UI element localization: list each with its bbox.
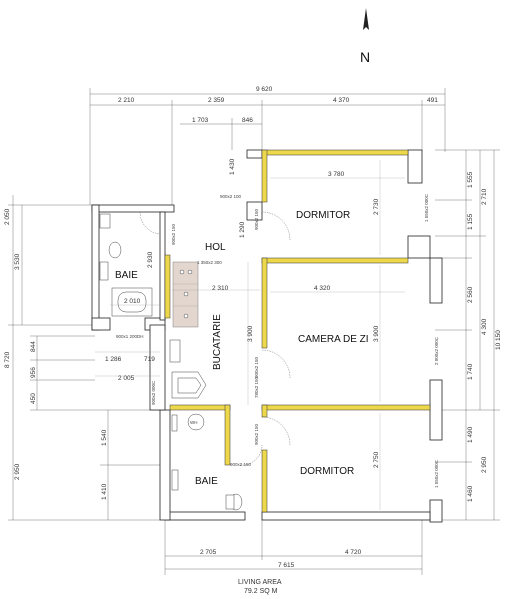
dim-2710: 2 710 bbox=[481, 188, 488, 205]
dim-844: 844 bbox=[30, 341, 37, 352]
dimension-lines-top bbox=[89, 88, 446, 205]
walls bbox=[91, 149, 443, 523]
kitchen-counters bbox=[169, 261, 207, 399]
dim-1555: 1 555 bbox=[467, 171, 474, 188]
dim-10150: 10 150 bbox=[495, 330, 502, 350]
dim-719: 719 bbox=[144, 356, 155, 363]
wh-label: WH bbox=[190, 420, 198, 425]
dim-2050: 2 050 bbox=[4, 208, 11, 225]
dim-846: 846 bbox=[242, 117, 253, 124]
room-dormitor-top: DORMITOR bbox=[296, 210, 350, 221]
dim-450: 450 bbox=[30, 393, 37, 404]
dim-3780: 3 780 bbox=[328, 171, 345, 178]
dim-2310: 2 310 bbox=[212, 285, 229, 292]
opening-900x2150-d: 900x2 150 bbox=[254, 423, 259, 445]
dim-total-top: 9 620 bbox=[256, 86, 273, 93]
dim-1703: 1 703 bbox=[192, 117, 209, 124]
dim-956: 956 bbox=[30, 367, 37, 378]
dim-1290: 1 290 bbox=[239, 221, 246, 238]
opening-2000x2000c: 2 000x2 000C bbox=[434, 336, 439, 365]
dim-8720: 8 720 bbox=[4, 351, 11, 368]
dim-4300: 4 300 bbox=[481, 318, 488, 335]
dim-7615: 7 615 bbox=[278, 562, 295, 569]
dim-2005: 2 005 bbox=[118, 375, 135, 382]
dim-2930: 2 930 bbox=[147, 251, 154, 268]
dim-2010: 2 010 bbox=[124, 298, 141, 305]
dimension-lines-bottom bbox=[164, 520, 423, 575]
bathroom-fixtures-bottom bbox=[171, 413, 243, 511]
dimension-lines-right bbox=[435, 149, 500, 521]
room-camera-de-zi: CAMERA DE ZI bbox=[298, 334, 369, 345]
opening-900x2000c: 900x2 000C bbox=[151, 380, 156, 405]
doors bbox=[139, 211, 291, 466]
opening-900x2150-c: 900x2 150 bbox=[254, 356, 259, 378]
dim-1430: 1 430 bbox=[229, 158, 236, 175]
room-baie-bottom: BAIE bbox=[195, 476, 218, 487]
dim-1490: 1 490 bbox=[467, 426, 474, 443]
dim-2950-right: 2 950 bbox=[481, 456, 488, 473]
dim-1155: 1 155 bbox=[467, 213, 474, 230]
opening-900x1200dh: 900x1 200DH bbox=[116, 334, 144, 339]
opening-900x2150-b: 900x2 150 bbox=[171, 223, 176, 245]
north-arrow-icon bbox=[363, 8, 369, 30]
bathroom-fixtures-top bbox=[99, 213, 153, 317]
dim-3530: 3 530 bbox=[14, 253, 21, 270]
dim-1740: 1 740 bbox=[467, 363, 474, 380]
dim-2210: 2 210 bbox=[118, 97, 135, 104]
opening-900x2100: 900x2 100 bbox=[220, 194, 242, 199]
living-area-value: 79.2 SQ M bbox=[244, 588, 278, 595]
opening-780x2150: 780x2 150 bbox=[254, 376, 259, 398]
dim-2359: 2 359 bbox=[208, 97, 225, 104]
dim-2950-left: 2 950 bbox=[14, 463, 21, 480]
dim-2730: 2 730 bbox=[373, 198, 380, 215]
dim-1410: 1 410 bbox=[101, 483, 108, 500]
dim-4720: 4 720 bbox=[345, 549, 362, 556]
room-hol: HOL bbox=[205, 242, 226, 253]
dim-1460: 1 460 bbox=[467, 485, 474, 502]
dim-3900b: 3 900 bbox=[373, 325, 380, 342]
dimension-lines-left bbox=[8, 195, 160, 521]
dim-1286: 1 286 bbox=[105, 356, 122, 363]
dim-2750: 2 750 bbox=[373, 451, 380, 468]
north-label: N bbox=[360, 49, 370, 65]
opening-1350x2300: 1 350x2 300 bbox=[197, 260, 222, 265]
room-dormitor-bottom: DORMITOR bbox=[300, 466, 354, 477]
dim-2560: 2 560 bbox=[467, 286, 474, 303]
opening-1550x2000c: 1 550x2 000C bbox=[424, 193, 429, 222]
dim-3900a: 3 900 bbox=[247, 325, 254, 342]
opening-900x2150-a: 900x2 150 bbox=[254, 208, 259, 230]
opening-1550x2000c-b: 1 550x2 000C bbox=[434, 459, 439, 488]
room-baie-top: BAIE bbox=[115, 270, 138, 281]
room-bucatarie: BUCATARIE bbox=[212, 314, 223, 370]
dim-4320: 4 320 bbox=[314, 285, 331, 292]
new-walls bbox=[164, 149, 431, 513]
dim-2705: 2 705 bbox=[200, 549, 217, 556]
dim-4370: 4 370 bbox=[333, 97, 350, 104]
opening-900x2150-e: 900x2 150 bbox=[230, 462, 252, 467]
living-area-label: LIVING AREA bbox=[238, 579, 282, 586]
inner-dimension-lines bbox=[95, 160, 405, 510]
dim-491: 491 bbox=[427, 97, 438, 104]
dim-1540: 1 540 bbox=[101, 429, 108, 446]
